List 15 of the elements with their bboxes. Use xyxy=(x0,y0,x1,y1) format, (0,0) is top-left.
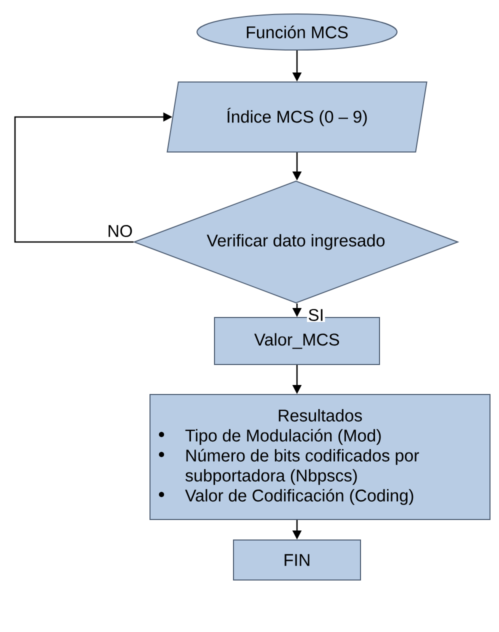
list-item: Tipo de Modulación (Mod) xyxy=(185,428,381,445)
node-text: FIN xyxy=(284,554,310,566)
list-item: Número de bits codificados por subportadora (Nbpscs) xyxy=(185,448,419,485)
edge-label: SI xyxy=(306,308,326,322)
end-box xyxy=(233,540,361,580)
list-heading: Resultados xyxy=(278,409,362,422)
node-text: Función MCS xyxy=(246,26,348,38)
input-parallelogram xyxy=(166,82,428,152)
result-box xyxy=(150,394,490,520)
start-ellipse xyxy=(196,14,398,50)
list-item: Valor de Codificación (Coding) xyxy=(185,488,414,505)
node-text: Verificar dato ingresado xyxy=(206,234,385,250)
edge-label: NO xyxy=(106,224,134,238)
node-text: Índice MCS (0 – 9) xyxy=(227,108,367,126)
node-text: Valor_MCS xyxy=(254,333,340,349)
